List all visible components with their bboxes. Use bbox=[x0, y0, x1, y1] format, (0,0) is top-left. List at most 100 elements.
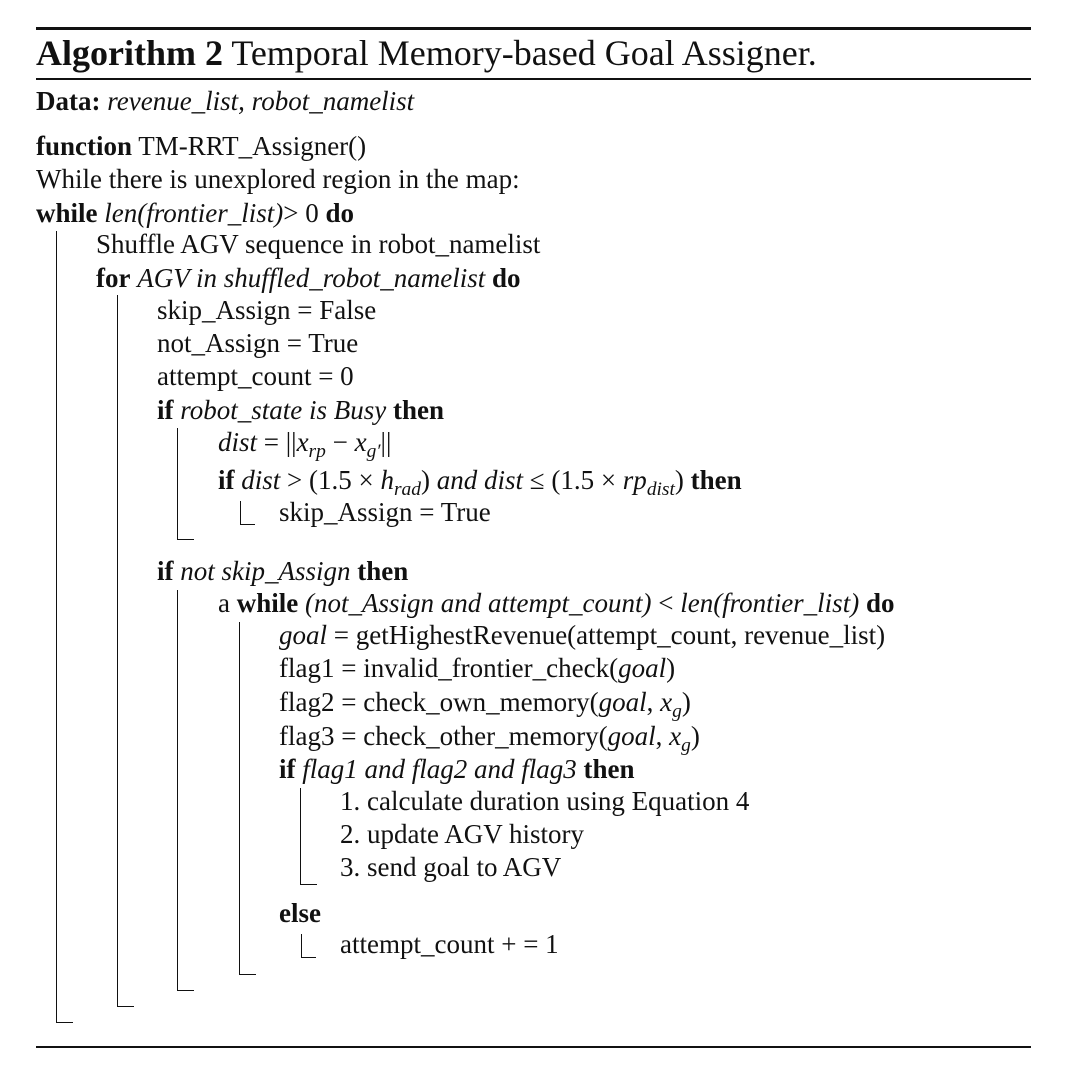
dist-subscript: dist bbox=[646, 478, 675, 500]
inner-while-line: a while (not_Assign and attempt_count) <… bbox=[218, 586, 894, 620]
else-block-bar bbox=[301, 934, 316, 958]
top-rule bbox=[36, 27, 1031, 30]
h-variable: h bbox=[380, 465, 394, 495]
not-assign-init-line: not_Assign = True bbox=[157, 326, 358, 360]
dist-variable: dist bbox=[483, 465, 523, 495]
flags-condition: flag1 and flag2 and flag3 bbox=[302, 754, 577, 784]
g-subscript: g bbox=[672, 700, 682, 722]
zero-value: 0 bbox=[305, 198, 319, 228]
inner-while-block-bar bbox=[239, 622, 256, 975]
inner-while-condition-2: len(frontier_list) bbox=[680, 588, 860, 618]
if-keyword: if bbox=[218, 465, 235, 495]
g-subscript: g bbox=[366, 440, 377, 462]
then-keyword: then bbox=[690, 465, 742, 495]
flag3-call: flag3 = check_other_memory( bbox=[279, 721, 608, 751]
x-variable: x bbox=[669, 721, 682, 751]
goal-variable: goal bbox=[279, 620, 328, 650]
if-not-skip-line: if not skip_Assign then bbox=[157, 554, 408, 588]
not-assign-init-text: not_Assign = True bbox=[157, 328, 359, 358]
if-keyword: if bbox=[157, 395, 174, 425]
goal-variable: goal bbox=[618, 653, 667, 683]
skip-init-text: skip_Assign = False bbox=[157, 295, 377, 325]
comma: , bbox=[646, 687, 654, 717]
shuffle-text: Shuffle AGV sequence in robot_namelist bbox=[96, 229, 541, 259]
do-keyword: do bbox=[325, 198, 355, 228]
busy-condition: robot_state is Busy bbox=[180, 395, 387, 425]
function-name: TM-RRT_Assigner() bbox=[138, 131, 367, 161]
gt-symbol: > bbox=[287, 465, 303, 495]
prime-symbol: ′ bbox=[376, 440, 381, 462]
and-keyword: and bbox=[436, 465, 478, 495]
goal-line: goal = getHighestRevenue(attempt_count, … bbox=[279, 618, 885, 652]
function-line: function TM-RRT_Assigner() bbox=[36, 129, 366, 163]
if-flags-line: if flag1 and flag2 and flag3 then bbox=[279, 752, 635, 786]
then-keyword: then bbox=[357, 556, 409, 586]
algorithm-label: Algorithm 2 bbox=[36, 33, 223, 73]
algorithm-caption: Algorithm 2 Temporal Memory-based Goal A… bbox=[36, 30, 817, 76]
equals-symbol: = bbox=[263, 427, 279, 457]
goal-assignment: = getHighestRevenue(attempt_count, reven… bbox=[333, 620, 886, 650]
step1-line: 1. calculate duration using Equation 4 bbox=[340, 784, 749, 818]
do-keyword: do bbox=[865, 588, 895, 618]
factor-text: (1.5 × bbox=[309, 465, 374, 495]
comma: , bbox=[655, 721, 663, 751]
if-keyword: if bbox=[279, 754, 296, 784]
while-condition: len(frontier_list) bbox=[104, 198, 284, 228]
gt-symbol: > bbox=[283, 198, 299, 228]
else-keyword: else bbox=[279, 898, 321, 928]
then-keyword: then bbox=[583, 754, 635, 784]
inner-while-condition: (not_Assign and attempt_count) bbox=[305, 588, 652, 618]
if-busy-block-bar bbox=[177, 428, 194, 540]
close-paren: ) bbox=[666, 653, 676, 683]
shuffle-line: Shuffle AGV sequence in robot_namelist bbox=[96, 227, 540, 261]
dist-line: dist = ||xrp − xg′|| bbox=[218, 425, 391, 469]
close-paren: ) bbox=[674, 465, 684, 495]
data-line: Data: revenue_list, robot_namelist bbox=[36, 84, 414, 118]
for-keyword: for bbox=[96, 263, 131, 293]
if-not-skip-block-bar bbox=[177, 590, 194, 991]
skip-init-line: skip_Assign = False bbox=[157, 293, 376, 327]
goal-variable: goal bbox=[607, 721, 656, 751]
if-flags-block-bar bbox=[300, 788, 317, 885]
flag3-line: flag3 = check_other_memory(goal, xg) bbox=[279, 719, 700, 763]
attempt-inc-line: attempt_count + = 1 bbox=[340, 927, 559, 961]
while-keyword: while bbox=[236, 588, 299, 618]
lt-symbol: < bbox=[658, 588, 674, 618]
rp-variable: rp bbox=[622, 465, 647, 495]
do-keyword: do bbox=[491, 263, 521, 293]
if-busy-line: if robot_state is Busy then bbox=[157, 393, 444, 427]
outer-while-line: while len(frontier_list)> 0 do bbox=[36, 196, 354, 230]
else-line: else bbox=[279, 896, 321, 930]
flag2-line: flag2 = check_own_memory(goal, xg) bbox=[279, 685, 691, 729]
factor-text: (1.5 × bbox=[551, 465, 617, 495]
data-keyword: Data: bbox=[36, 86, 101, 116]
while-keyword: while bbox=[36, 198, 98, 228]
skip-true-text: skip_Assign = True bbox=[279, 497, 491, 527]
rp-subscript: rp bbox=[308, 440, 326, 462]
algorithm-title: Temporal Memory-based Goal Assigner. bbox=[231, 33, 817, 73]
a-prefix: a bbox=[218, 588, 230, 618]
for-line: for AGV in shuffled_robot_namelist do bbox=[96, 261, 521, 295]
flag2-call: flag2 = check_own_memory( bbox=[279, 687, 599, 717]
outer-while-block-bar bbox=[56, 231, 73, 1023]
dist-variable: dist bbox=[218, 427, 258, 457]
if-keyword: if bbox=[157, 556, 174, 586]
flag1-line: flag1 = invalid_frontier_check(goal) bbox=[279, 651, 675, 685]
attempt-init-line: attempt_count = 0 bbox=[157, 359, 354, 393]
leq-symbol: ≤ bbox=[529, 465, 545, 495]
caption-rule bbox=[36, 78, 1031, 80]
skip-true-line: skip_Assign = True bbox=[279, 495, 491, 529]
comment-text: While there is unexplored region in the … bbox=[36, 164, 520, 194]
bottom-rule bbox=[36, 1046, 1031, 1048]
norm-close: || bbox=[380, 427, 392, 457]
step2-line: 2. update AGV history bbox=[340, 817, 584, 851]
data-value: revenue_list, robot_namelist bbox=[107, 86, 415, 116]
comment-line: While there is unexplored region in the … bbox=[36, 162, 520, 196]
rad-subscript: rad bbox=[393, 478, 421, 500]
close-paren: ) bbox=[690, 721, 700, 751]
close-paren: ) bbox=[420, 465, 430, 495]
norm-open: || bbox=[285, 427, 297, 457]
for-condition: AGV in shuffled_robot_namelist bbox=[137, 263, 486, 293]
close-paren: ) bbox=[681, 687, 691, 717]
plus-equals-one: + = 1 bbox=[501, 929, 559, 959]
